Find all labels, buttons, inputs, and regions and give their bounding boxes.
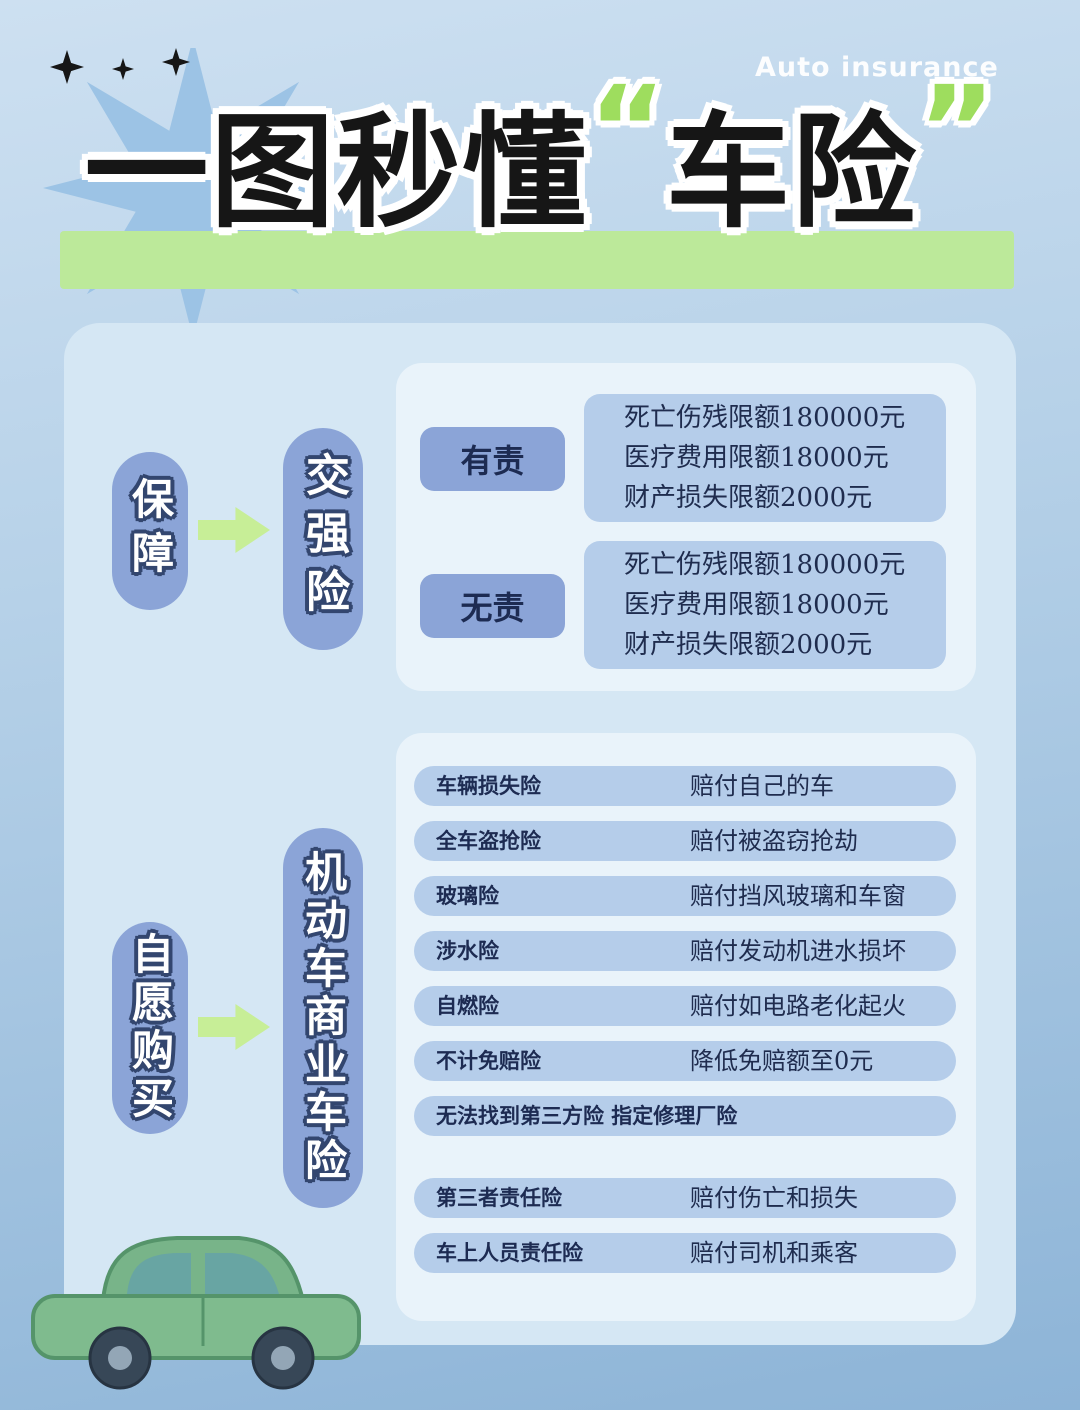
pill-protection: 保障	[112, 452, 188, 610]
coverage-name: 玻璃险	[436, 884, 499, 908]
coverage-name: 无法找到第三方险 指定修理厂险	[436, 1104, 738, 1128]
coverage-desc: 赔付被盗窃抢劫	[690, 827, 858, 855]
coverage-name: 自燃险	[436, 994, 499, 1018]
coverage-row: 涉水险 赔付发动机进水损坏	[414, 931, 956, 971]
case-details-liable: 死亡伤残限额180000元 医疗费用限额18000元 财产损失限额2000元	[584, 394, 946, 522]
limit-line: 医疗费用限额18000元	[624, 442, 889, 473]
pill-compulsory-insurance-label: 交强险	[298, 452, 349, 626]
pill-protection-label: 保障	[125, 477, 175, 585]
limit-line: 医疗费用限额18000元	[624, 589, 889, 620]
title-main-text: 一图秒懂	[84, 101, 589, 245]
pill-commercial-insurance: 机动车商业车险	[283, 828, 363, 1208]
case-details-not-liable: 死亡伤残限额180000元 医疗费用限额18000元 财产损失限额2000元	[584, 541, 946, 669]
title-highlight-bar	[60, 231, 1014, 289]
limit-line: 财产损失限额2000元	[624, 483, 873, 514]
coverage-name: 第三者责任险	[436, 1186, 562, 1210]
pill-compulsory-insurance: 交强险	[283, 428, 363, 650]
coverage-desc: 赔付挡风玻璃和车窗	[690, 882, 906, 910]
page-title: 一图秒懂 “ 车险 ”	[0, 70, 1080, 251]
coverage-desc: 赔付司机和乘客	[690, 1239, 858, 1267]
quote-open-mark: “	[588, 60, 666, 198]
coverage-name: 全车盗抢险	[436, 829, 541, 853]
coverage-desc: 赔付发动机进水损坏	[690, 937, 906, 965]
coverage-desc: 赔付自己的车	[690, 772, 834, 800]
case-label-not-liable: 无责	[420, 574, 565, 638]
quote-close-mark: ”	[918, 60, 996, 198]
car-illustration	[31, 1236, 361, 1390]
pill-voluntary-purchase-label: 自愿购买	[125, 932, 175, 1124]
coverage-name: 车辆损失险	[436, 774, 541, 798]
coverage-name: 车上人员责任险	[436, 1241, 583, 1265]
coverage-name: 涉水险	[436, 939, 499, 963]
pill-voluntary-purchase: 自愿购买	[112, 922, 188, 1134]
case-label-liable: 有责	[420, 427, 565, 491]
brand-text: Auto insurance	[755, 52, 999, 83]
coverage-row: 第三者责任险 赔付伤亡和损失	[414, 1178, 956, 1218]
limit-line: 死亡伤残限额180000元	[624, 402, 906, 433]
coverage-desc: 降低免赔额至0元	[690, 1047, 874, 1075]
coverage-row: 自燃险 赔付如电路老化起火	[414, 986, 956, 1026]
limit-line: 财产损失限额2000元	[624, 630, 873, 661]
coverage-row: 玻璃险 赔付挡风玻璃和车窗	[414, 876, 956, 916]
title-quoted-text: 车险	[666, 101, 919, 245]
coverage-row: 车辆损失险 赔付自己的车	[414, 766, 956, 806]
limit-line: 死亡伤残限额180000元	[624, 549, 906, 580]
coverage-desc: 赔付如电路老化起火	[690, 992, 906, 1020]
pill-commercial-insurance-label: 机动车商业车险	[298, 850, 348, 1186]
coverage-row: 车上人员责任险 赔付司机和乘客	[414, 1233, 956, 1273]
coverage-row: 不计免赔险 降低免赔额至0元	[414, 1041, 956, 1081]
coverage-row: 全车盗抢险 赔付被盗窃抢劫	[414, 821, 956, 861]
coverage-row: 无法找到第三方险 指定修理厂险	[414, 1096, 956, 1136]
coverage-name: 不计免赔险	[436, 1049, 541, 1073]
coverage-desc: 赔付伤亡和损失	[690, 1184, 858, 1212]
